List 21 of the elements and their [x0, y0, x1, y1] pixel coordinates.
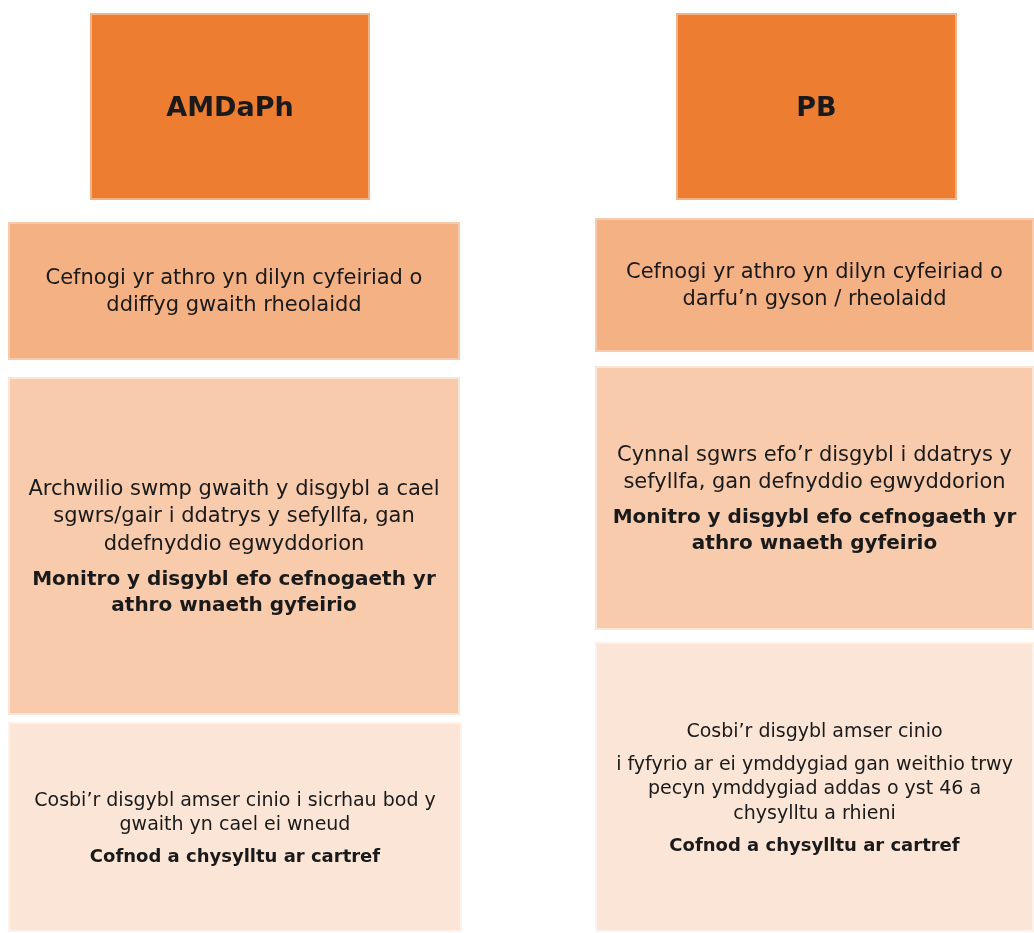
info-box [595, 642, 1034, 932]
info-box [595, 366, 1034, 630]
description: Archwilio swmp gwaith y disgybl a cael sgwrs/gair i ddatrys y sefyllfa, gan ddefnyddio egwyddorion [27, 475, 441, 557]
description: Cefnogi yr athro yn dilyn cyfeiriad o ddiffyg gwaith rheolaidd [44, 263, 424, 318]
description: Cosbi’r disgybl amser cinio i sicrhau bod y gwaith yn cael ei wneud [33, 786, 437, 836]
description: Cosbi’r disgybl amser cinio [686, 717, 943, 743]
info-box [8, 222, 460, 360]
heading-box [676, 13, 957, 200]
info-box [8, 377, 460, 715]
bold-note: Monitro y disgybl efo cefnogaeth yr athro wnaeth gyfeirio [31, 564, 437, 617]
bold-note: Cofnod a chysylltu ar cartref [669, 832, 960, 857]
description: i fyfyrio ar ei ymddygiad gan weithio trwy pecyn ymddygiad addas o yst 46 a chysylltu a rhieni [615, 750, 1014, 825]
info-box [595, 218, 1034, 352]
heading: PB [796, 89, 837, 124]
heading-box [90, 13, 370, 200]
heading: AMDaPh [166, 89, 294, 124]
description: Cefnogi yr athro yn dilyn cyfeiriad o darfu’n gyson / rheolaidd [625, 257, 1004, 312]
description: Cynnal sgwrs efo’r disgybl i ddatrys y sefyllfa, gan defnyddio egwyddorion [616, 440, 1013, 495]
bold-note: Cofnod a chysylltu ar cartref [89, 844, 381, 868]
bold-note: Monitro y disgybl efo cefnogaeth yr athro wnaeth gyfeirio [611, 503, 1018, 556]
info-box [8, 722, 462, 932]
